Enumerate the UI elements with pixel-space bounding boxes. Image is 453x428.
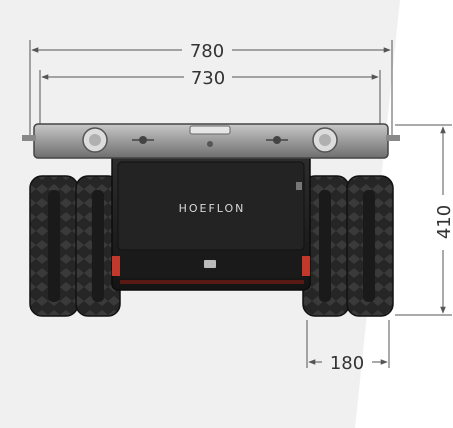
left-wheels xyxy=(29,175,121,317)
dimension-height: 410 xyxy=(395,124,453,316)
dimension-label-overall-width: 780 xyxy=(190,41,224,62)
dimension-label-inner-width: 730 xyxy=(191,68,225,89)
dimension-label-track-width: 180 xyxy=(330,353,364,374)
top-frame xyxy=(22,123,400,159)
dimension-inner-width: 730 xyxy=(39,68,381,140)
dimension-track-width: 180 xyxy=(306,320,390,374)
dimension-label-height: 410 xyxy=(434,205,453,239)
right-wheels xyxy=(302,175,394,317)
dimension-overall-width: 780 xyxy=(29,40,393,140)
robot-body: HOEFLON xyxy=(111,149,311,291)
brand-label: HOEFLON xyxy=(179,202,246,215)
